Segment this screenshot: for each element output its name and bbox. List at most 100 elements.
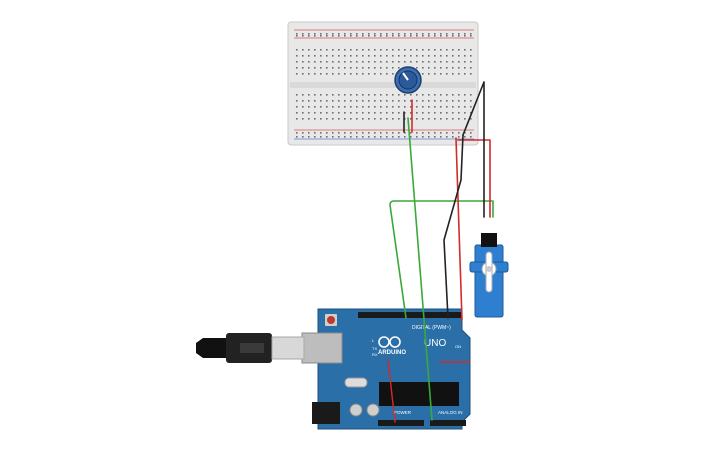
breadboard-hole bbox=[446, 61, 448, 63]
breadboard-hole bbox=[320, 112, 322, 114]
breadboard-hole bbox=[434, 106, 436, 108]
breadboard-hole bbox=[338, 35, 340, 37]
breadboard-hole bbox=[344, 67, 346, 69]
breadboard-hole bbox=[380, 61, 382, 63]
breadboard-hole bbox=[374, 136, 376, 138]
breadboard-hole bbox=[302, 73, 304, 75]
breadboard-hole bbox=[416, 118, 418, 120]
breadboard-hole bbox=[320, 73, 322, 75]
breadboard-hole bbox=[440, 61, 442, 63]
breadboard-hole bbox=[392, 55, 394, 57]
breadboard-hole bbox=[392, 73, 394, 75]
breadboard-hole bbox=[452, 49, 454, 51]
breadboard-hole bbox=[422, 61, 424, 63]
breadboard-hole bbox=[338, 49, 340, 51]
power-header[interactable] bbox=[378, 420, 424, 426]
breadboard-hole bbox=[464, 112, 466, 114]
breadboard-hole bbox=[326, 94, 328, 96]
breadboard-hole bbox=[308, 61, 310, 63]
breadboard-hole bbox=[470, 100, 472, 102]
breadboard-hole bbox=[458, 61, 460, 63]
breadboard-hole bbox=[332, 73, 334, 75]
breadboard-hole bbox=[392, 112, 394, 114]
breadboard-hole bbox=[410, 112, 412, 114]
breadboard-hole bbox=[458, 73, 460, 75]
breadboard-hole bbox=[344, 61, 346, 63]
potentiometer[interactable] bbox=[394, 66, 422, 94]
breadboard-hole bbox=[428, 73, 430, 75]
breadboard-hole bbox=[362, 132, 364, 134]
breadboard-hole bbox=[470, 73, 472, 75]
breadboard-hole bbox=[356, 106, 358, 108]
breadboard-hole bbox=[332, 61, 334, 63]
breadboard-hole bbox=[446, 100, 448, 102]
wire-red-vcc bbox=[455, 137, 463, 321]
breadboard-hole bbox=[464, 61, 466, 63]
breadboard-hole bbox=[404, 49, 406, 51]
breadboard-hole bbox=[326, 49, 328, 51]
breadboard-hole bbox=[422, 132, 424, 134]
breadboard-hole bbox=[380, 67, 382, 69]
breadboard-hole bbox=[434, 55, 436, 57]
breadboard-hole bbox=[362, 136, 364, 138]
breadboard-hole bbox=[320, 49, 322, 51]
breadboard-hole bbox=[296, 94, 298, 96]
breadboard-hole bbox=[308, 118, 310, 120]
breadboard-hole bbox=[338, 33, 340, 35]
breadboard-hole bbox=[392, 132, 394, 134]
breadboard-hole bbox=[434, 49, 436, 51]
breadboard-hole bbox=[410, 118, 412, 120]
breadboard-hole bbox=[404, 61, 406, 63]
breadboard-hole bbox=[452, 67, 454, 69]
breadboard-hole bbox=[398, 106, 400, 108]
breadboard-hole bbox=[446, 49, 448, 51]
breadboard-hole bbox=[422, 112, 424, 114]
breadboard-hole bbox=[386, 55, 388, 57]
breadboard-hole bbox=[368, 33, 370, 35]
breadboard-hole bbox=[362, 106, 364, 108]
on-led-label: ON bbox=[455, 344, 461, 349]
breadboard-hole bbox=[398, 49, 400, 51]
breadboard-hole bbox=[380, 33, 382, 35]
breadboard-hole bbox=[434, 100, 436, 102]
wires[interactable] bbox=[387, 81, 494, 423]
breadboard-hole bbox=[470, 49, 472, 51]
breadboard-hole bbox=[296, 35, 298, 37]
breadboard-hole bbox=[410, 35, 412, 37]
breadboard-hole bbox=[392, 67, 394, 69]
breadboard-hole bbox=[458, 100, 460, 102]
breadboard-hole bbox=[464, 100, 466, 102]
usb-cable-icon[interactable] bbox=[196, 333, 305, 363]
breadboard-hole bbox=[386, 73, 388, 75]
breadboard-hole bbox=[320, 35, 322, 37]
arduino-uno-board[interactable]: DIGITAL (PWM~) ARDUINO UNO L TX RX ON PO… bbox=[301, 308, 471, 430]
breadboard-hole bbox=[392, 49, 394, 51]
breadboard-hole bbox=[458, 132, 460, 134]
breadboard-hole bbox=[440, 67, 442, 69]
breadboard-hole bbox=[386, 132, 388, 134]
breadboard-hole bbox=[464, 106, 466, 108]
breadboard-hole bbox=[380, 132, 382, 134]
breadboard-hole bbox=[344, 132, 346, 134]
breadboard-hole bbox=[308, 132, 310, 134]
analog-header[interactable] bbox=[430, 420, 466, 426]
servo-connector bbox=[481, 233, 497, 247]
breadboard-hole bbox=[356, 49, 358, 51]
servo-motor[interactable] bbox=[469, 233, 509, 318]
breadboard-hole bbox=[416, 55, 418, 57]
breadboard-hole bbox=[470, 112, 472, 114]
breadboard-hole bbox=[440, 35, 442, 37]
breadboard-hole bbox=[350, 136, 352, 138]
usb-port bbox=[301, 332, 343, 364]
breadboard-hole bbox=[326, 35, 328, 37]
breadboard-hole bbox=[374, 100, 376, 102]
breadboard-hole bbox=[422, 100, 424, 102]
breadboard-hole bbox=[422, 55, 424, 57]
digital-header[interactable] bbox=[358, 312, 461, 318]
breadboard[interactable] bbox=[287, 21, 479, 146]
breadboard-hole bbox=[416, 132, 418, 134]
breadboard-hole bbox=[458, 67, 460, 69]
breadboard-hole bbox=[356, 33, 358, 35]
breadboard-hole bbox=[320, 67, 322, 69]
